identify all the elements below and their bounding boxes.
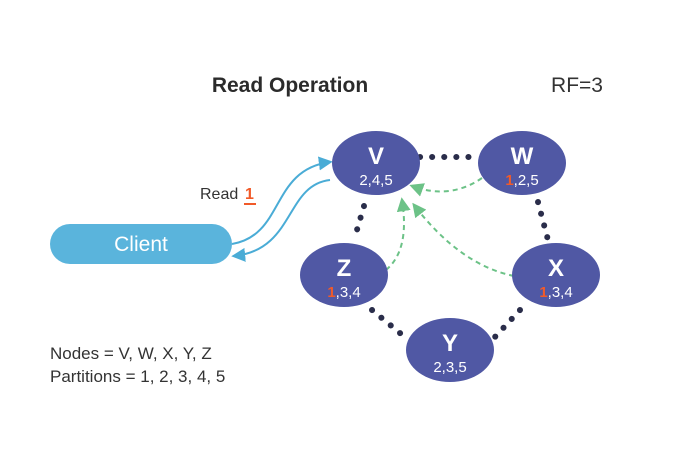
node-z-other-partitions: ,3,4 <box>336 284 361 301</box>
diagram-title: Read Operation <box>212 74 368 97</box>
read-partition-number: 1 <box>245 186 254 203</box>
node-v-shape <box>332 131 420 195</box>
node-v: V 2,4,5 <box>332 131 420 195</box>
node-w-partitions: 1,2,5 <box>505 172 538 189</box>
node-x-other-partitions: ,3,4 <box>548 284 573 301</box>
node-z: Z 1,3,4 <box>300 243 388 307</box>
response-arrow-v-to-client <box>231 179 331 262</box>
node-y-name: Y <box>442 330 458 357</box>
node-v-partitions: 2,4,5 <box>359 172 392 189</box>
node-z-name: Z <box>337 255 352 282</box>
replica-arrows <box>385 177 515 277</box>
node-w-name: W <box>511 143 534 170</box>
node-z-shape <box>300 243 388 307</box>
node-w-highlight-partition: 1 <box>505 172 513 189</box>
ring-link-x-y <box>491 307 523 341</box>
node-v-name: V <box>368 143 384 170</box>
node-x-highlight-partition: 1 <box>539 284 547 301</box>
node-w-other-partitions: ,2,5 <box>514 172 539 189</box>
node-y: Y 2,3,5 <box>406 318 494 382</box>
ring-link-z-v <box>351 203 367 243</box>
legend: Nodes = V, W, X, Y, Z Partitions = 1, 2,… <box>50 344 225 386</box>
node-w: W 1,2,5 <box>478 131 566 195</box>
node-w-shape <box>478 131 566 195</box>
node-z-partitions: 1,3,4 <box>327 284 360 301</box>
replica-arrow-x-to-v <box>412 202 515 277</box>
node-y-partitions: 2,3,5 <box>433 359 466 376</box>
request-arrow-client-to-v <box>231 156 333 245</box>
node-y-shape <box>406 318 494 382</box>
replica-arrow-z-to-v <box>385 197 411 271</box>
node-x-shape <box>512 243 600 307</box>
legend-nodes: Nodes = V, W, X, Y, Z <box>50 344 212 363</box>
node-x-partitions: 1,3,4 <box>539 284 572 301</box>
client-label: Client <box>114 233 168 256</box>
ring-connections <box>351 154 551 341</box>
read-label-text: Read <box>200 186 238 203</box>
ring-link-w-x <box>535 199 551 243</box>
legend-partitions: Partitions = 1, 2, 3, 4, 5 <box>50 367 225 386</box>
client-pill <box>50 224 232 264</box>
replica-arrow-w-to-v <box>409 177 483 197</box>
read-request-label: Read 1 <box>200 186 256 205</box>
client-arrows <box>231 156 333 262</box>
node-x-name: X <box>548 255 564 282</box>
node-z-highlight-partition: 1 <box>327 284 335 301</box>
node-x: X 1,3,4 <box>512 243 600 307</box>
replication-factor-label: RF=3 <box>551 74 603 97</box>
client: Client <box>50 224 232 264</box>
ring-link-y-z <box>369 307 409 341</box>
